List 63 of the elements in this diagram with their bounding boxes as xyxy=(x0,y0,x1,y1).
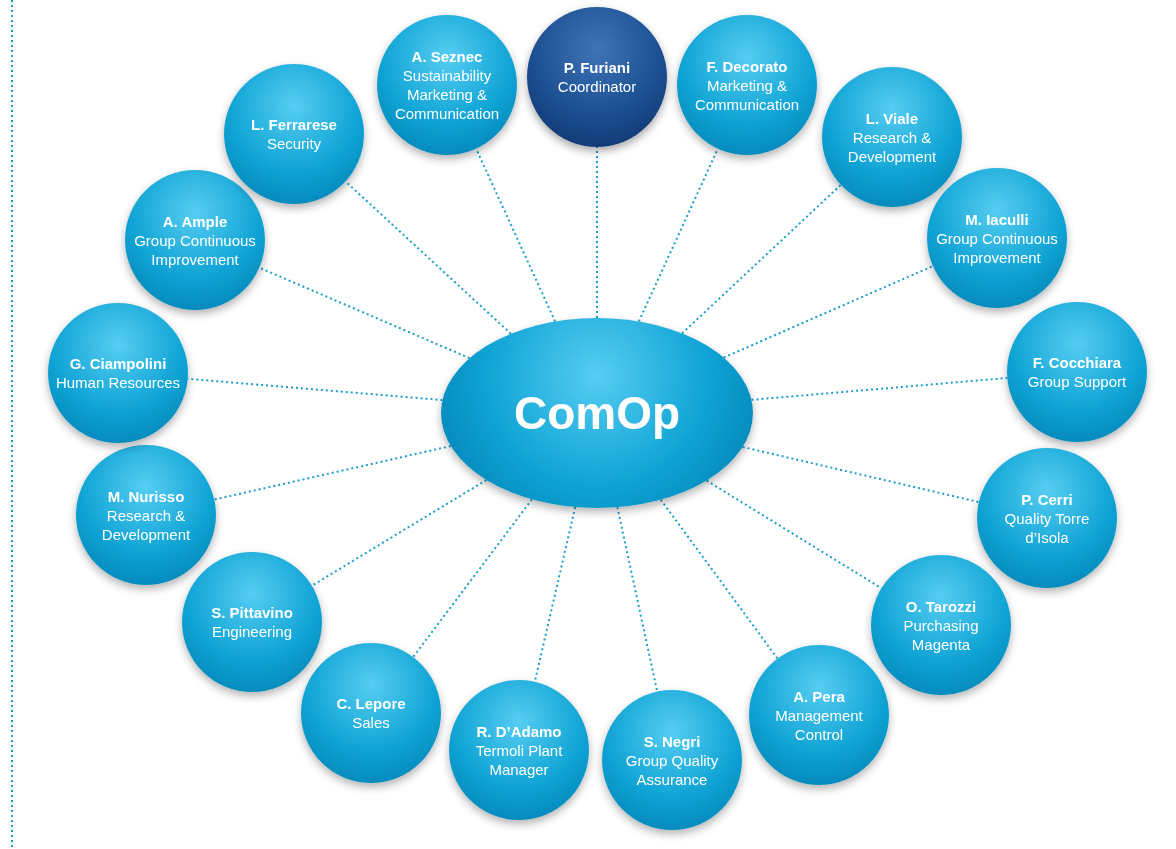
connector-line xyxy=(596,146,598,319)
member-name: A. Seznec xyxy=(410,47,484,66)
connector-line xyxy=(412,498,533,659)
member-circle xyxy=(871,555,1011,695)
connector-line xyxy=(681,183,842,335)
member-role: Sales xyxy=(351,713,391,732)
member-role: Research & Development xyxy=(846,127,938,166)
member-name: R. D’Adamo xyxy=(475,721,563,741)
member-circle xyxy=(48,303,188,443)
member-circle xyxy=(182,552,322,692)
member-circle xyxy=(125,170,265,310)
connector-line xyxy=(258,266,471,360)
member-circle xyxy=(527,7,667,147)
member-name: P. Cerri xyxy=(1020,489,1074,509)
member-circle xyxy=(927,168,1067,308)
member-name: M. Iaculli xyxy=(964,209,1030,229)
member-name: F. Cocchiara xyxy=(1031,353,1123,372)
member-name: P. Furiani xyxy=(562,58,632,77)
member-name: A. Ample xyxy=(161,211,229,231)
connector-line xyxy=(659,498,779,660)
member-name: L. Ferrarese xyxy=(250,115,338,134)
member-circle xyxy=(301,643,441,783)
member-role: Marketing & Communication xyxy=(693,75,801,114)
member-name: A. Pera xyxy=(792,686,846,706)
member-name: L. Viale xyxy=(864,108,920,128)
member-role: Group Quality Assurance xyxy=(624,750,720,789)
member-role: Engineering xyxy=(210,622,294,641)
member-circle xyxy=(1007,302,1147,442)
connector-line xyxy=(741,446,980,504)
member-role: Human Resources xyxy=(55,373,181,392)
member-name: M. Nurisso xyxy=(106,486,186,506)
member-role: Group Support xyxy=(1026,372,1128,391)
connector-line xyxy=(533,506,577,683)
member-circle xyxy=(76,445,216,585)
member-name: F. Decorato xyxy=(705,56,789,76)
member-role: Research & Development xyxy=(100,505,192,544)
member-circle xyxy=(377,15,517,155)
member-role: Security xyxy=(265,134,323,153)
member-role: Management Control xyxy=(774,705,864,744)
member-circle xyxy=(224,64,364,204)
connector-line xyxy=(750,376,1009,401)
member-name: S. Negri xyxy=(642,731,702,751)
member-name: C. Lepore xyxy=(335,694,407,713)
member-name: G. Ciampolini xyxy=(68,354,168,373)
member-circle xyxy=(602,690,742,830)
member-circle xyxy=(822,67,962,207)
member-role: Purchasing Magenta xyxy=(902,615,980,654)
connector-line xyxy=(344,180,512,335)
member-role: Group Continuous Improvement xyxy=(133,230,257,269)
member-name: O. Tarozzi xyxy=(904,596,978,616)
member-role: Sustainability Marketing & Communication xyxy=(393,66,501,123)
member-circle xyxy=(449,680,589,820)
connector-line xyxy=(213,445,452,501)
member-role: Coordinator xyxy=(556,77,638,96)
member-role: Group Continuous Improvement xyxy=(935,228,1059,267)
member-circle xyxy=(749,645,889,785)
member-role: Quality Torre d’Isola xyxy=(1003,508,1091,547)
connector-line xyxy=(722,265,934,359)
member-role: Termoli Plant Manager xyxy=(474,740,564,779)
connector-line xyxy=(616,506,659,693)
member-circle xyxy=(677,15,817,155)
member-name: S. Pittavino xyxy=(210,603,294,622)
member-circle xyxy=(977,448,1117,588)
